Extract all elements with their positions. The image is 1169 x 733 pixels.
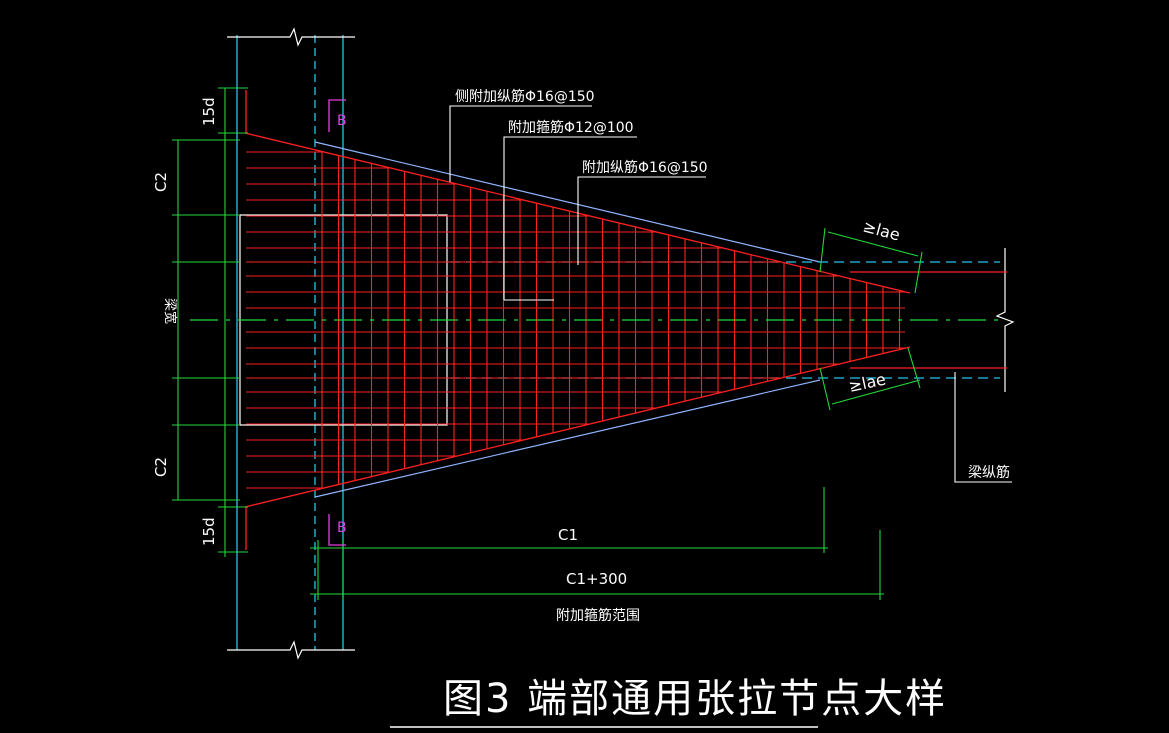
lae-bottom-label: ≥lae xyxy=(847,370,888,396)
stirrup-range-label: 附加箍筋范围 xyxy=(556,607,640,624)
lae-dimensions xyxy=(819,227,923,411)
lae-top-label: ≥lae xyxy=(861,217,902,245)
drawing-title: 图3 端部通用张拉节点大样 xyxy=(443,676,947,722)
haunch-edges xyxy=(314,141,821,498)
c2-bottom-dim: C2 xyxy=(152,457,170,477)
c1-dim: C1 xyxy=(558,526,578,544)
c2-top-dim: C2 xyxy=(152,172,170,192)
bottom-dimensions xyxy=(310,487,884,600)
extra-longitudinal-label: 附加纵筋Φ16@150 xyxy=(582,159,708,176)
beam-width-label: 梁宽 xyxy=(162,298,178,324)
side-longitudinal-label: 侧附加纵筋Φ16@150 xyxy=(455,88,595,105)
extra-stirrup-label: 附加箍筋Φ12@100 xyxy=(508,119,634,136)
c1-plus-dim: C1+300 xyxy=(566,570,627,588)
left-dimensions xyxy=(172,87,248,557)
leader-lines xyxy=(449,105,1012,483)
section-mark-bottom: B xyxy=(337,520,347,536)
section-marks xyxy=(328,99,346,546)
beam-longitudinal-label: 梁纵筋 xyxy=(968,464,1010,481)
hook-top-dim: 15d xyxy=(200,97,218,126)
hook-bottom-dim: 15d xyxy=(200,517,218,546)
section-mark-top: B xyxy=(337,113,347,129)
